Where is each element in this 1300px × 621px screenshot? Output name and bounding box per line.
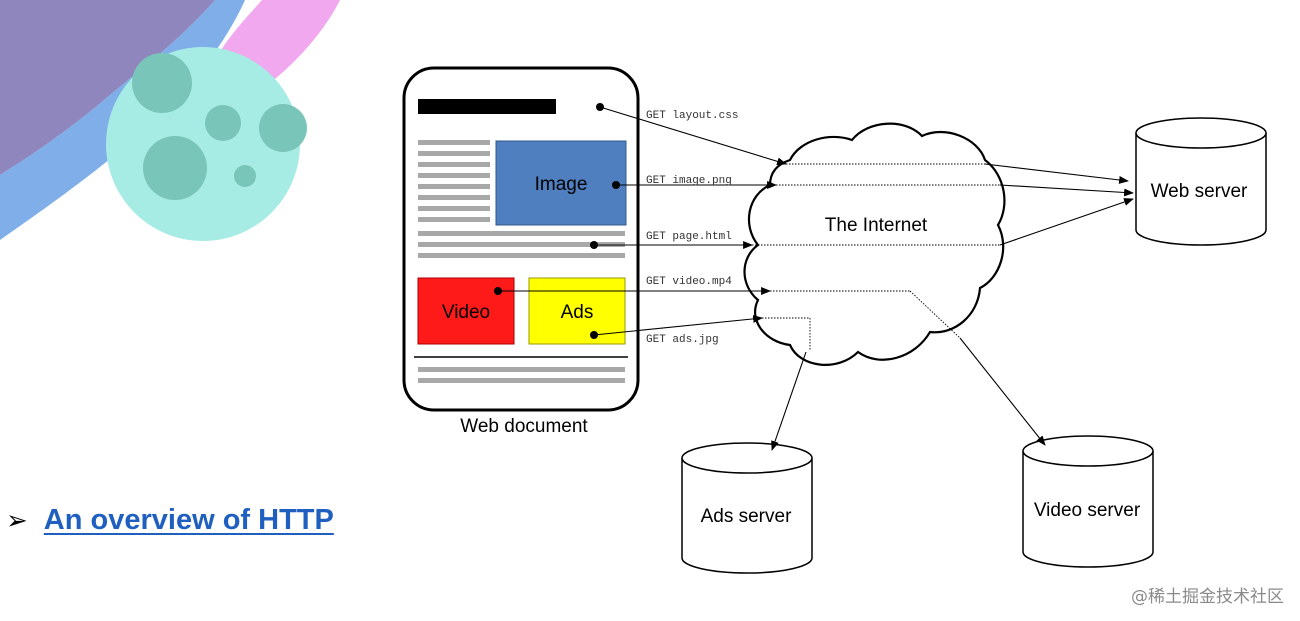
web-server-cylinder bbox=[1135, 133, 1267, 246]
ads-server: Ads server bbox=[681, 442, 813, 574]
ads-server-cylinder bbox=[681, 458, 813, 574]
internet-routes bbox=[752, 163, 1000, 350]
ads-server-label: Ads server bbox=[701, 506, 792, 527]
document-frame bbox=[402, 66, 640, 412]
arrow-layout-css bbox=[599, 106, 787, 166]
overview-bullet: ➢ An overview of HTTP bbox=[6, 504, 334, 537]
purple-band bbox=[0, 0, 215, 175]
video-server-cylinder bbox=[1022, 451, 1154, 568]
video-block-label: Video bbox=[442, 302, 490, 323]
server-arrows bbox=[771, 163, 1134, 451]
request-label-page-html: GET page.html bbox=[646, 231, 732, 243]
web-server-top bbox=[1135, 117, 1267, 149]
request-label-image-png: GET image.png bbox=[646, 175, 732, 187]
video-block bbox=[417, 277, 515, 345]
planet-crater bbox=[234, 165, 256, 187]
image-block bbox=[495, 140, 627, 226]
document-heading-bar bbox=[418, 99, 556, 114]
request-arrows bbox=[498, 106, 787, 336]
ads-block-label: Ads bbox=[561, 302, 594, 323]
request-labels: GET layout.css GET image.png GET page.ht… bbox=[646, 110, 738, 346]
planet-crater bbox=[205, 105, 241, 141]
document-text-lines bbox=[418, 140, 625, 383]
request-label-video-mp4: GET video.mp4 bbox=[646, 276, 732, 288]
planet-crater bbox=[259, 104, 307, 152]
planet-decoration bbox=[0, 0, 340, 241]
web-document: Image Video Ads Web document bbox=[402, 66, 640, 437]
request-label-layout-css: GET layout.css bbox=[646, 110, 738, 122]
web-document-label: Web document bbox=[460, 416, 588, 437]
planet-crater bbox=[132, 53, 192, 113]
internet-cloud: The Internet bbox=[743, 122, 1006, 366]
video-server-label: Video server bbox=[1034, 500, 1141, 521]
web-server-label: Web server bbox=[1151, 181, 1248, 202]
ads-server-top bbox=[681, 442, 813, 474]
request-start-dots bbox=[494, 103, 620, 339]
video-server-top bbox=[1022, 435, 1154, 467]
request-label-ads-jpg: GET ads.jpg bbox=[646, 334, 719, 346]
planet-crater bbox=[143, 136, 207, 200]
web-server: Web server bbox=[1135, 117, 1267, 246]
cloud-shape bbox=[743, 122, 1006, 366]
watermark: @稀土掘金技术社区 bbox=[1131, 587, 1284, 607]
overview-of-http-link[interactable]: An overview of HTTP bbox=[43, 504, 334, 536]
image-block-label: Image bbox=[535, 174, 588, 195]
bullet-arrow-icon: ➢ bbox=[6, 505, 28, 536]
arrow-ads-jpg bbox=[593, 314, 763, 336]
internet-label: The Internet bbox=[825, 215, 928, 236]
video-server: Video server bbox=[1022, 435, 1154, 568]
